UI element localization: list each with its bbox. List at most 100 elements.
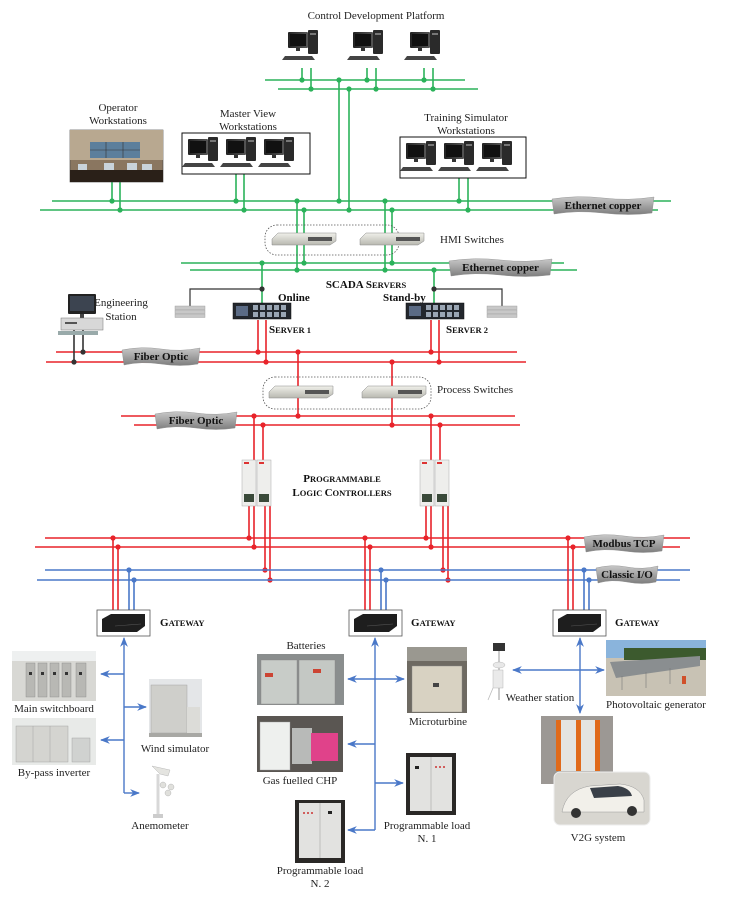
banner-ribbon	[121, 347, 201, 366]
server-2-label: SERVER 2	[446, 324, 488, 336]
junction-dot	[430, 86, 436, 92]
junction-dot	[570, 544, 576, 550]
pc-tower	[430, 30, 440, 54]
pc-icon	[476, 141, 512, 171]
storage-disk	[174, 309, 206, 314]
pc-drive	[248, 140, 254, 142]
v2g-system-label: V2G system	[571, 832, 626, 844]
junction-dot	[431, 286, 437, 292]
pc-stand	[196, 155, 200, 158]
process-switch-icon	[268, 385, 334, 399]
hmi-switches-label: HMI Switches	[440, 234, 504, 246]
pc-keyboard	[400, 167, 433, 171]
engineering-station-icon	[58, 294, 104, 335]
plc-terminal	[422, 494, 432, 502]
junction-dot	[465, 207, 471, 213]
gateway-1-label: GATEWAY	[160, 617, 204, 629]
storage-disk	[174, 313, 206, 318]
master-view-label-line2: Workstations	[219, 121, 277, 133]
pc-drive	[375, 33, 381, 35]
standby-label: Stand-by	[383, 292, 426, 304]
svg-text:Ethernet copper: Ethernet copper	[462, 262, 539, 274]
fiber-optic-banner-mid: Fiber Optic	[154, 411, 238, 430]
junction-dot	[565, 535, 571, 541]
gateway-device	[354, 614, 397, 632]
server-bay	[267, 305, 272, 310]
anemometer-photo	[151, 765, 175, 818]
svg-text:Ethernet copper: Ethernet copper	[565, 200, 642, 212]
scada-servers-label: SCADA SERVERS	[326, 279, 407, 291]
server-bay	[440, 312, 445, 317]
server-bay	[274, 305, 279, 310]
ethernet-copper-banner-top: Ethernet copper	[551, 196, 655, 215]
hmi-switch-icon	[359, 232, 425, 246]
storage-disk	[486, 313, 518, 318]
banner-ribbon	[595, 565, 659, 584]
pc-keyboard	[182, 163, 215, 167]
server-bay	[253, 312, 258, 317]
plc-label-line1: PROGRAMMABLE	[303, 473, 381, 485]
banner-ribbon	[154, 411, 238, 430]
pc-screen	[484, 145, 500, 157]
server-panel	[236, 306, 248, 316]
junction-dot	[117, 207, 123, 213]
plc-icon	[241, 459, 257, 507]
programmable-load-1-photo	[406, 753, 456, 815]
plc-terminal	[259, 494, 269, 502]
server-bay	[440, 305, 445, 310]
process-switch-group	[262, 376, 432, 410]
storage-unit-2-icon	[486, 305, 518, 318]
operator-room-photo	[69, 129, 164, 183]
pc-drive	[428, 144, 434, 146]
batteries-photo	[257, 654, 344, 705]
junction-dot	[131, 577, 137, 583]
junction-dot	[80, 349, 86, 355]
programmable-load-2-photo	[295, 800, 345, 863]
gateway-2	[348, 609, 403, 637]
gateway-device	[102, 614, 145, 632]
junction-dot	[428, 349, 434, 355]
server-bay	[281, 305, 286, 310]
junction-dot	[110, 535, 116, 541]
switch-ports	[308, 237, 332, 241]
pc-icon	[182, 137, 218, 167]
master-view-label-line1: Master View	[220, 108, 276, 120]
junction-dot	[115, 544, 121, 550]
gateway-slot	[366, 623, 394, 627]
storage-disk	[486, 309, 518, 314]
junction-dot	[428, 413, 434, 419]
gateway-1	[96, 609, 151, 637]
junction-dot	[421, 77, 427, 83]
server-1-icon	[232, 302, 292, 320]
operator-label-line2: Workstations	[89, 115, 147, 127]
server-bay	[454, 305, 459, 310]
microturbine-photo	[407, 647, 467, 713]
pc-icon	[404, 30, 440, 60]
programmable-load-1-label-line1: Programmable load	[384, 820, 471, 832]
gateway-2-label: GATEWAY	[411, 617, 455, 629]
master-view-workstations	[182, 137, 294, 167]
main-switchboard-photo	[12, 651, 96, 701]
junction-dot	[389, 359, 395, 365]
junction-dot	[382, 198, 388, 204]
junction-dot	[259, 260, 265, 266]
network-lines	[35, 68, 690, 610]
pc-stand	[272, 155, 276, 158]
junction-dot	[383, 577, 389, 583]
switch-body	[271, 232, 337, 246]
junction-dot	[301, 207, 307, 213]
gateway-3-label: GATEWAY	[615, 617, 659, 629]
junction-dot	[71, 359, 77, 365]
plc-terminal	[244, 494, 254, 502]
pc-tower	[284, 137, 294, 161]
pc-screen	[412, 34, 428, 46]
pc-screen	[408, 145, 424, 157]
server-bay	[260, 305, 265, 310]
svg-text:Modbus TCP: Modbus TCP	[592, 538, 655, 550]
anemometer-label: Anemometer	[131, 820, 189, 832]
server-bay	[267, 312, 272, 317]
engineering-label-line1: Engineering	[94, 297, 148, 309]
process-switch-icon	[361, 385, 427, 399]
junction-dot	[251, 544, 257, 550]
